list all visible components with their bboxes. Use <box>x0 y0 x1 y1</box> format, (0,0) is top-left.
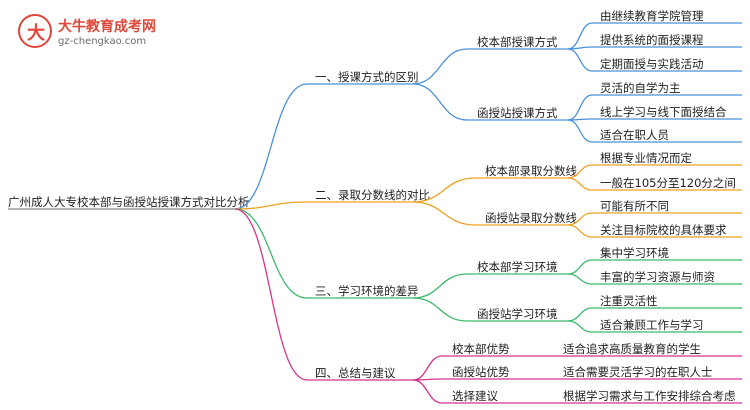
subtopic-connector <box>412 83 468 121</box>
leaf-topic: 提供系统的面授课程 <box>600 33 704 47</box>
branch-connector <box>234 201 308 210</box>
branch-topic: 二、录取分数线的对比 <box>315 188 430 202</box>
branch-topic: 三、学习环境的差异 <box>315 284 419 298</box>
site-logo[interactable]: 大 大牛教育成考网 gz-chengkao.com <box>18 14 158 54</box>
leaf-topic: 定期面授与实践活动 <box>600 57 704 71</box>
logo-title: 大牛教育成考网 <box>58 19 156 35</box>
leaf-topic: 线上学习与线下面授结合 <box>600 105 727 119</box>
subtopic: 校本部录取分数线 <box>485 164 577 178</box>
leaf-topic: 注重灵活性 <box>600 294 658 308</box>
leaf-topic: 关注目标院校的具体要求 <box>600 223 727 237</box>
leaf-connector <box>567 94 593 121</box>
leaf-connector <box>567 224 593 238</box>
subtopic-connector <box>412 297 468 322</box>
leaf-connector <box>567 320 593 333</box>
subtopic: 函授站学习环境 <box>477 307 558 321</box>
leaf-connector <box>567 307 593 322</box>
leaf-topic: 由继续教育学院管理 <box>600 9 704 23</box>
leaf-connector <box>567 119 593 143</box>
subtopic: 校本部学习环境 <box>477 260 558 274</box>
leaf-topic: 适合追求高质量教育的学生 <box>563 342 701 356</box>
leaf-topic: 根据学习需求与工作安排综合考虑 <box>563 389 736 403</box>
leaf-topic: 适合在职人员 <box>600 128 669 142</box>
subtopic-connector <box>412 201 476 226</box>
subtopic-connector <box>412 355 443 381</box>
subtopic: 校本部优势 <box>452 342 510 356</box>
subtopic-connector <box>412 177 476 203</box>
leaf-topic: 丰富的学习资源与师资 <box>600 270 715 284</box>
subtopic: 校本部授课方式 <box>477 35 558 49</box>
branch-topic: 一、授课方式的区别 <box>315 70 419 84</box>
leaf-topic: 一般在105分至120分之间 <box>600 176 736 190</box>
leaf-topic: 可能有所不同 <box>600 199 669 213</box>
branch-connector <box>234 208 308 381</box>
root-topic: 广州成人大专校本部与函授站授课方式对比分析 <box>8 195 250 209</box>
leaf-topic: 灵活的自学为主 <box>600 81 681 95</box>
subtopic: 函授站优势 <box>452 365 510 379</box>
leaf-connector <box>567 48 593 72</box>
subtopic-connector <box>412 273 468 299</box>
subtopic-connector <box>412 379 443 404</box>
logo-emblem-icon: 大 <box>18 14 52 48</box>
leaf-topic: 适合需要灵活学习的在职人士 <box>563 365 713 379</box>
subtopic: 选择建议 <box>452 389 498 403</box>
subtopic-connector <box>412 48 468 85</box>
leaf-topic: 根据专业情况而定 <box>600 151 692 165</box>
subtopic: 函授站录取分数线 <box>485 211 577 225</box>
leaf-connector <box>567 177 593 191</box>
subtopic: 函授站授课方式 <box>477 106 558 120</box>
leaf-topic: 适合兼顾工作与学习 <box>600 318 704 332</box>
leaf-connector <box>567 22 593 50</box>
leaf-connector <box>567 273 593 285</box>
branch-connector <box>234 83 308 210</box>
branch-connector <box>234 208 308 299</box>
leaf-topic: 集中学习环境 <box>600 246 669 260</box>
logo-glyph: 大 <box>27 23 45 44</box>
logo-url: gz-chengkao.com <box>58 36 147 47</box>
leaf-connector <box>567 259 593 275</box>
branch-topic: 四、总结与建议 <box>315 366 396 380</box>
